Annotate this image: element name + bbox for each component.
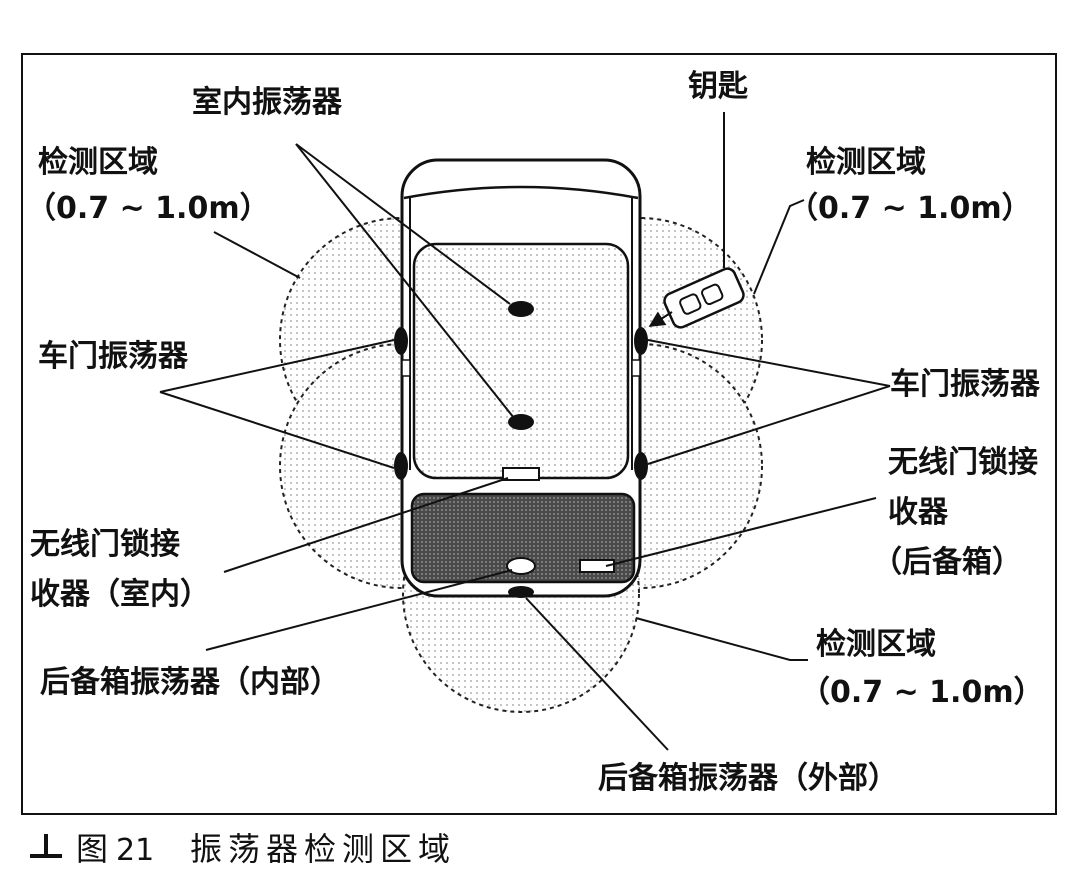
leader-door-right-rear xyxy=(647,385,891,465)
cabin-area xyxy=(412,242,630,480)
label-detect-left-title: 检测区域 xyxy=(38,145,158,180)
label-receiver-trunk-1: 无线门锁接 xyxy=(888,445,1038,480)
labels: 室内振荡器 钥匙 检测区域 （0.7 ~ 1.0m） 检测区域 （0.7 ~ 1… xyxy=(26,69,1044,796)
door-oscillator-right-front xyxy=(634,327,648,355)
key-fob-button-2 xyxy=(701,283,724,306)
left-mirror xyxy=(401,359,411,377)
leader-trunk-inner xyxy=(205,569,513,651)
caption-mark-icon xyxy=(30,834,62,858)
car-hood-line xyxy=(403,185,639,200)
key-fob xyxy=(663,267,745,329)
leader-lines xyxy=(159,112,891,751)
label-receiver-trunk-2: 收器 xyxy=(888,495,949,530)
label-door-osc-left: 车门振荡器 xyxy=(38,339,189,374)
label-key: 钥匙 xyxy=(688,69,748,104)
caption-prefix: 图 xyxy=(76,830,108,868)
label-receiver-trunk-3: （后备箱） xyxy=(872,545,1022,580)
trunk-oscillator-inner xyxy=(506,557,536,575)
trunk-oscillator-outer xyxy=(508,586,534,598)
key-signal-arrow xyxy=(648,311,673,327)
key-fob-button-1 xyxy=(679,293,702,315)
label-trunk-osc-inner: 后备箱振荡器（内部） xyxy=(40,665,340,700)
leader-door-right-front xyxy=(647,339,891,387)
cabin-oscillator-rear xyxy=(508,414,534,430)
label-detect-right-range: （0.7 ~ 1.0m） xyxy=(788,191,1032,226)
components xyxy=(394,301,648,598)
leader-receiver-trunk xyxy=(605,497,877,567)
cabin-oscillator-front xyxy=(508,301,534,317)
leader-cabin-front xyxy=(295,143,511,305)
label-receiver-cabin-2: 收器（室内） xyxy=(30,577,210,612)
label-detect-right-title: 检测区域 xyxy=(806,145,926,180)
leader-detect-left xyxy=(213,231,301,279)
door-oscillator-left-rear xyxy=(394,452,408,480)
caption-title: 振荡器检测区域 xyxy=(190,830,456,868)
door-oscillator-right-rear xyxy=(634,452,648,480)
trunk-area xyxy=(410,492,636,584)
label-door-osc-right: 车门振荡器 xyxy=(890,367,1041,402)
leader-receiver-cabin xyxy=(223,477,509,573)
leader-trunk-outer xyxy=(525,597,669,751)
leader-detect-right xyxy=(753,199,805,295)
leader-detect-bottom xyxy=(635,617,808,661)
label-receiver-cabin-1: 无线门锁接 xyxy=(30,527,180,562)
car-top-view xyxy=(400,158,642,598)
caption-number: 21 xyxy=(116,833,154,868)
label-cabin-oscillator: 室内振荡器 xyxy=(192,85,343,120)
leader-door-left-rear xyxy=(159,391,395,469)
figure-caption: 图 21 振荡器检测区域 xyxy=(30,830,456,868)
label-trunk-osc-outer: 后备箱振荡器（外部） xyxy=(598,761,898,796)
right-mirror xyxy=(631,359,641,377)
leader-cabin-rear xyxy=(295,143,515,419)
trunk-receiver xyxy=(579,559,615,573)
label-detect-left-range: （0.7 ~ 1.0m） xyxy=(26,191,270,226)
cabin-receiver xyxy=(502,467,540,481)
label-detect-bottom-title: 检测区域 xyxy=(816,627,936,662)
label-detect-bottom-range: （0.7 ~ 1.0m） xyxy=(800,675,1044,710)
door-oscillator-left-front xyxy=(394,327,408,355)
leader-door-left-front xyxy=(159,339,395,393)
